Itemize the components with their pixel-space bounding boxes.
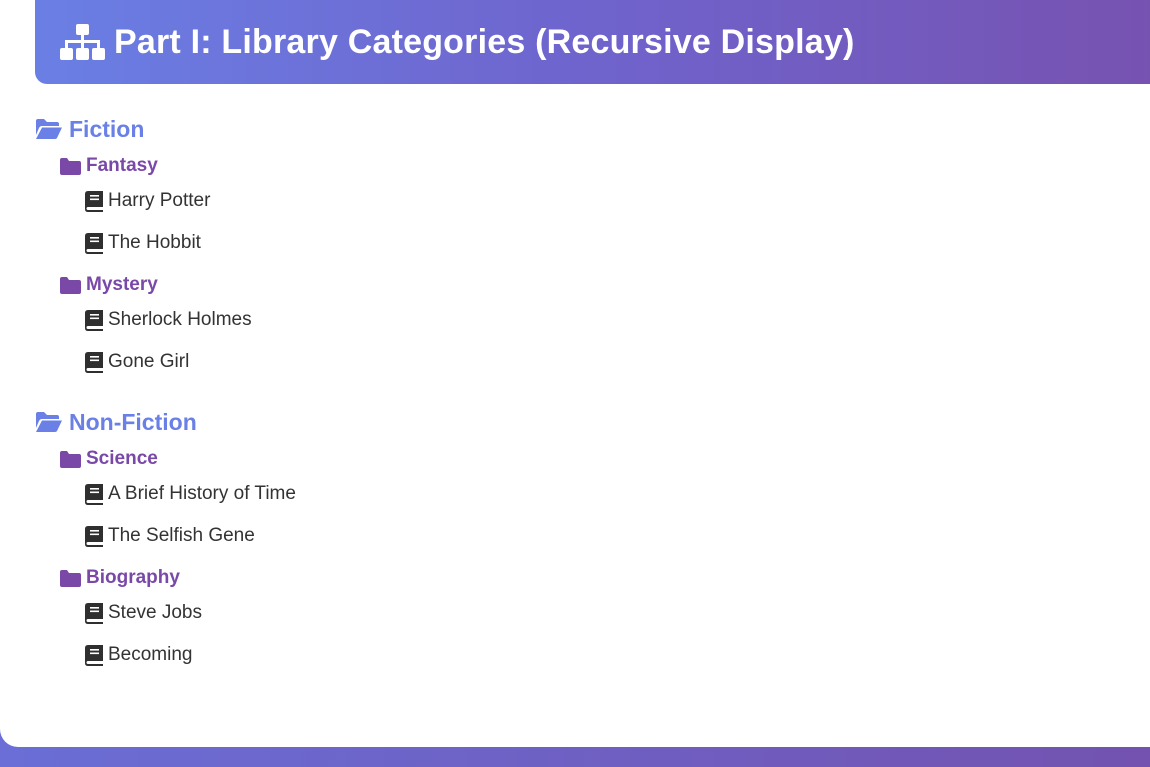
category-fiction[interactable]: Fiction [35,112,296,146]
book-icon [85,351,103,373]
folder-icon [60,276,81,294]
sitemap-icon [60,24,105,60]
category-label: Fiction [69,115,145,142]
book-title: Sherlock Holmes [108,309,252,330]
book-item[interactable]: Becoming [85,634,296,676]
book-title: The Hobbit [108,232,201,253]
book-icon [85,232,103,254]
subcategory-label: Biography [86,567,180,588]
book-title: Gone Girl [108,351,190,372]
page-title: Part I: Library Categories (Recursive Di… [114,22,855,61]
category-label: Non-Fiction [69,408,197,435]
book-icon [85,190,103,212]
book-title: Steve Jobs [108,602,202,623]
book-item[interactable]: Gone Girl [85,341,296,383]
book-item[interactable]: The Hobbit [85,222,296,264]
book-title: The Selfish Gene [108,525,255,546]
folder-open-icon [36,119,62,139]
page-header: Part I: Library Categories (Recursive Di… [35,0,1150,84]
book-item[interactable]: Steve Jobs [85,592,296,634]
book-icon [85,644,103,666]
book-icon [85,483,103,505]
subcategory-science[interactable]: Science [60,445,296,473]
book-icon [85,309,103,331]
folder-icon [60,569,81,587]
subcategory-label: Fantasy [86,155,158,176]
book-item[interactable]: A Brief History of Time [85,473,296,515]
folder-icon [60,450,81,468]
book-item[interactable]: Harry Potter [85,180,296,222]
category-non-fiction[interactable]: Non-Fiction [35,405,296,439]
book-item[interactable]: Sherlock Holmes [85,299,296,341]
folder-icon [60,157,81,175]
book-title: A Brief History of Time [108,483,296,504]
book-title: Becoming [108,644,193,665]
book-icon [85,525,103,547]
category-tree: Fiction Fantasy Harry Potter The Hobbit … [35,112,296,676]
book-title: Harry Potter [108,190,211,211]
subcategory-label: Mystery [86,274,158,295]
book-icon [85,602,103,624]
folder-open-icon [36,412,62,432]
subcategory-label: Science [86,448,158,469]
subcategory-biography[interactable]: Biography [60,564,296,592]
subcategory-fantasy[interactable]: Fantasy [60,152,296,180]
content-card [0,0,1150,747]
subcategory-mystery[interactable]: Mystery [60,271,296,299]
book-item[interactable]: The Selfish Gene [85,515,296,557]
